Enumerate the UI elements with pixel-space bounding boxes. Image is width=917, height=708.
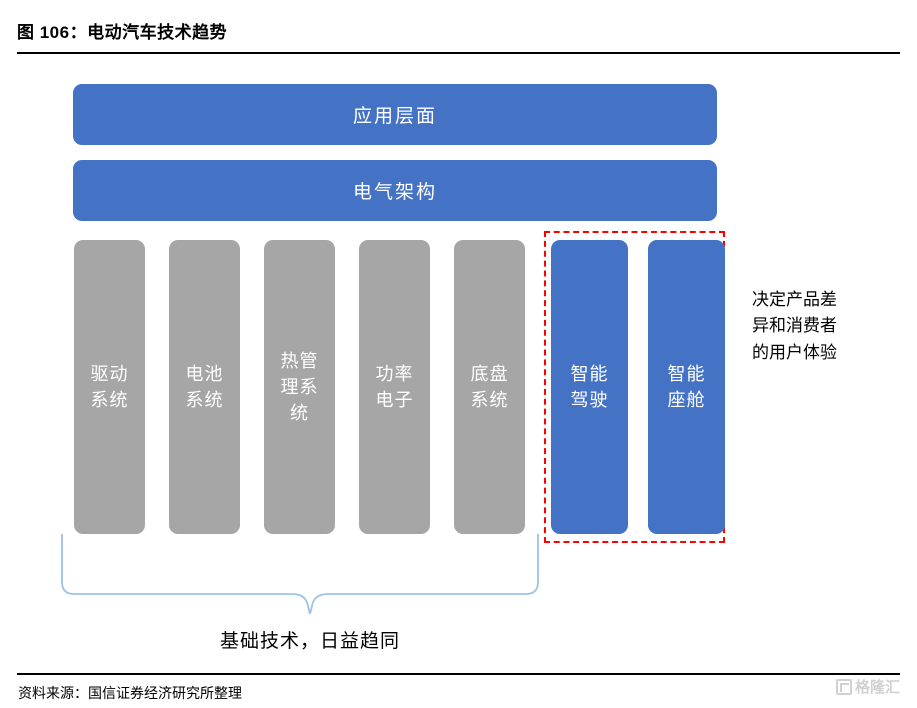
base-column-battery-system: 电池系统 <box>169 240 240 534</box>
base-column-power-electronics: 功率电子 <box>359 240 430 534</box>
smart-column-intelligent-driving: 智能驾驶 <box>551 240 628 534</box>
watermark: 格隆汇 <box>836 676 900 697</box>
base-column-label: 热管理系统 <box>280 350 319 424</box>
layer-bar-label: 应用层面 <box>352 106 437 127</box>
layer-bar-application: 应用层面 <box>73 84 717 145</box>
base-column-chassis-system: 底盘系统 <box>454 240 525 534</box>
watermark-label: 格隆汇 <box>855 679 901 696</box>
right-annotation-text: 决定产品差异和消费者的用户体验 <box>752 290 837 362</box>
base-brace-icon <box>61 534 539 614</box>
layer-bar-label: 电气架构 <box>352 182 437 203</box>
title-divider <box>17 52 900 54</box>
layer-bar-electrical-architecture: 电气架构 <box>73 160 717 221</box>
base-column-label: 底盘系统 <box>470 363 509 410</box>
base-column-label: 电池系统 <box>185 363 224 410</box>
smart-column-label: 智能驾驶 <box>570 363 609 410</box>
watermark-logo-icon <box>836 678 852 695</box>
base-column-label: 驱动系统 <box>90 363 129 410</box>
smart-column-intelligent-cockpit: 智能座舱 <box>648 240 725 534</box>
base-caption-text: 基础技术，日益趋同 <box>219 631 400 652</box>
smart-column-label: 智能座舱 <box>667 363 706 410</box>
base-column-label: 功率电子 <box>375 363 414 410</box>
page-title: 图 106：电动汽车技术趋势 <box>17 23 228 42</box>
footer-divider <box>17 673 900 675</box>
base-column-drive-system: 驱动系统 <box>74 240 145 534</box>
diagram-canvas: 应用层面 电气架构 驱动系统 电池系统 热管理系统 功率电子 底盘系统 智能驾驶… <box>0 56 917 660</box>
base-column-thermal-management-system: 热管理系统 <box>264 240 335 534</box>
source-note: 资料来源：国信证券经济研究所整理 <box>18 685 242 701</box>
